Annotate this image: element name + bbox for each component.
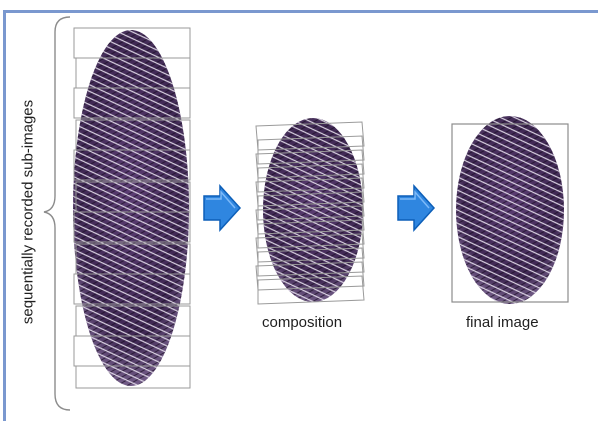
composition-print [256, 118, 370, 304]
final-image-print [452, 116, 568, 304]
frame-top-border [3, 10, 598, 13]
final-image-label: final image [466, 314, 539, 331]
brace [44, 17, 70, 410]
arrow-right-icon [204, 186, 240, 230]
arrow-right-icon [398, 186, 434, 230]
composition-label: composition [262, 314, 342, 331]
sub-images-label: sequentially recorded sub-images [20, 100, 37, 324]
sub-images-print [70, 28, 192, 388]
frame-left-border [3, 10, 6, 421]
